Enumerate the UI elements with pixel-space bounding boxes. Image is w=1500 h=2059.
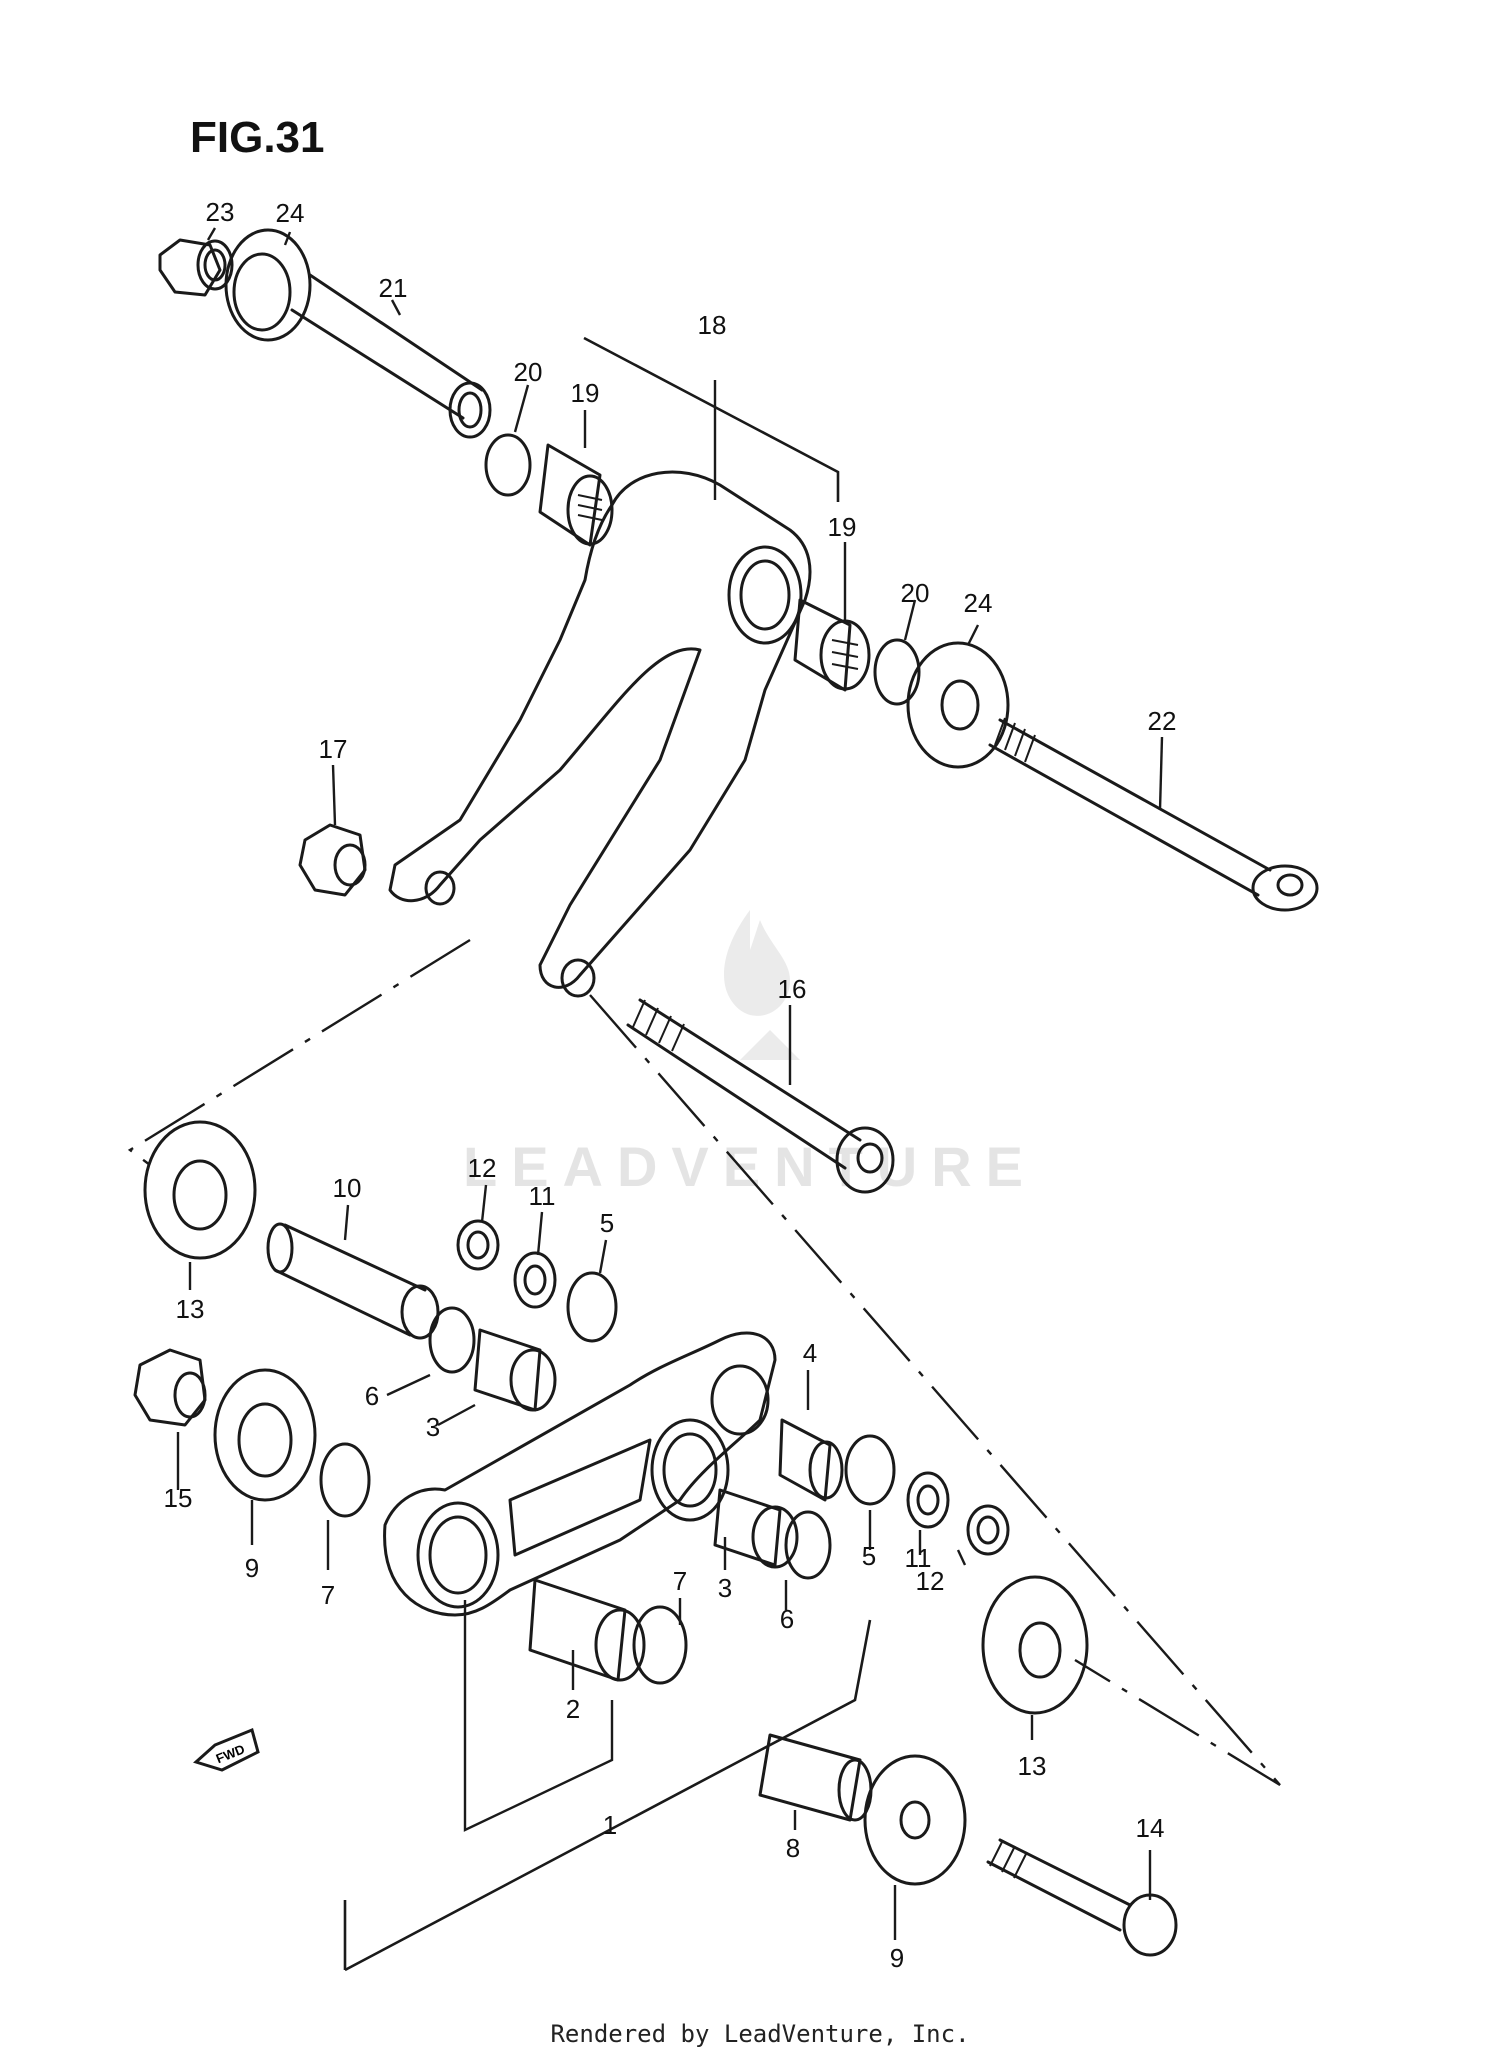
flame-logo-icon xyxy=(723,910,800,1060)
callout-8: 8 xyxy=(786,1833,800,1863)
callout-11-upper: 11 xyxy=(529,1181,556,1211)
part-bolt-22 xyxy=(988,717,1319,912)
part-nut-23 xyxy=(158,238,234,297)
callout-20-right: 20 xyxy=(901,578,930,608)
part-ring-20-right xyxy=(873,638,921,706)
callout-19-right: 19 xyxy=(828,512,857,542)
callout-22: 22 xyxy=(1148,706,1177,736)
callout-9-lower: 9 xyxy=(890,1943,904,1973)
callout-15: 15 xyxy=(164,1483,193,1513)
callout-5-upper: 5 xyxy=(600,1208,614,1238)
part-seal-13-lower xyxy=(981,1575,1089,1715)
callout-19-left: 19 xyxy=(571,378,600,408)
callout-23: 23 xyxy=(206,197,235,227)
part-collar-12-upper xyxy=(456,1219,500,1271)
part-ring-5-upper xyxy=(566,1271,618,1343)
part-ring-5-lower xyxy=(844,1434,896,1506)
callout-1: 1 xyxy=(603,1810,617,1840)
part-bolt-16 xyxy=(626,998,895,1194)
callout-12-lower: 12 xyxy=(916,1566,945,1596)
footer-credit: Rendered by LeadVenture, Inc. xyxy=(550,2020,969,2048)
part-collar-12-lower xyxy=(966,1504,1010,1556)
part-washer-11-upper xyxy=(513,1251,557,1309)
part-ring-7-left xyxy=(319,1442,371,1518)
part-seal-13-upper xyxy=(143,1120,257,1260)
part-bearing-3-upper xyxy=(473,1328,557,1412)
part-bushing-2 xyxy=(528,1578,646,1682)
part-washer-24-right xyxy=(906,641,1010,769)
callout-5-lower: 5 xyxy=(862,1541,876,1571)
fwd-direction-badge: FWD xyxy=(193,1727,260,1772)
fwd-arrow-icon xyxy=(193,1727,260,1772)
callout-10: 10 xyxy=(333,1173,362,1203)
callout-13-upper: 13 xyxy=(176,1294,205,1324)
callout-7-lower: 7 xyxy=(673,1566,687,1596)
callout-2: 2 xyxy=(566,1694,580,1724)
callout-6-upper: 6 xyxy=(365,1381,379,1411)
callout-3-lower: 3 xyxy=(718,1573,732,1603)
part-bearing-19-right xyxy=(793,598,871,692)
dash-seal-13-upper xyxy=(127,938,471,1166)
callout-21: 21 xyxy=(379,273,408,303)
part-link-1 xyxy=(383,1331,777,1617)
callout-12-upper: 12 xyxy=(468,1153,497,1183)
part-collar-4 xyxy=(778,1418,844,1502)
part-ring-7-lower xyxy=(632,1605,688,1685)
part-bolt-14 xyxy=(986,1838,1178,1957)
dash-seal-13-lower xyxy=(589,994,1281,1787)
watermark: LEADVENTURE xyxy=(463,910,1037,1198)
leader-lines xyxy=(176,227,1164,1940)
callouts: 23 24 21 20 19 18 19 20 24 22 17 16 13 1… xyxy=(164,197,1177,1973)
callout-16: 16 xyxy=(778,974,807,1004)
figure-title: FIG.31 xyxy=(190,113,325,162)
bracket-18 xyxy=(583,336,840,502)
part-washer-24-upper xyxy=(224,228,312,342)
part-ring-6-upper xyxy=(428,1306,476,1374)
callout-3-upper: 3 xyxy=(426,1412,440,1442)
part-spacer-8 xyxy=(758,1733,873,1822)
callout-14: 14 xyxy=(1136,1813,1165,1843)
part-washer-9-lower xyxy=(863,1754,967,1886)
callout-7-left: 7 xyxy=(321,1580,335,1610)
callout-9-left: 9 xyxy=(245,1553,259,1583)
callout-20-upper: 20 xyxy=(514,357,543,387)
callout-11-lower: 11 xyxy=(905,1543,932,1573)
part-bearing-3-lower xyxy=(713,1488,799,1569)
part-bearing-19-left xyxy=(538,443,614,547)
callout-6-lower: 6 xyxy=(780,1604,794,1634)
callout-18: 18 xyxy=(698,310,727,340)
callout-24-right: 24 xyxy=(964,588,993,618)
callout-17: 17 xyxy=(319,734,348,764)
part-seal-9-left xyxy=(213,1368,317,1502)
callout-4: 4 xyxy=(803,1338,817,1368)
callout-13-lower: 13 xyxy=(1018,1751,1047,1781)
part-rocker-arm-18 xyxy=(388,470,812,998)
part-nut-17 xyxy=(298,823,367,897)
part-washer-11-lower xyxy=(906,1471,950,1529)
part-sleeve-10 xyxy=(266,1222,440,1340)
callout-24-upper: 24 xyxy=(276,198,305,228)
bracket-1 xyxy=(344,1619,872,1972)
part-sleeve-21 xyxy=(290,273,492,439)
part-nut-15 xyxy=(133,1348,207,1427)
part-ring-20-left xyxy=(484,433,532,497)
part-ring-6-lower xyxy=(784,1510,832,1580)
watermark-text: LEADVENTURE xyxy=(463,1135,1037,1198)
